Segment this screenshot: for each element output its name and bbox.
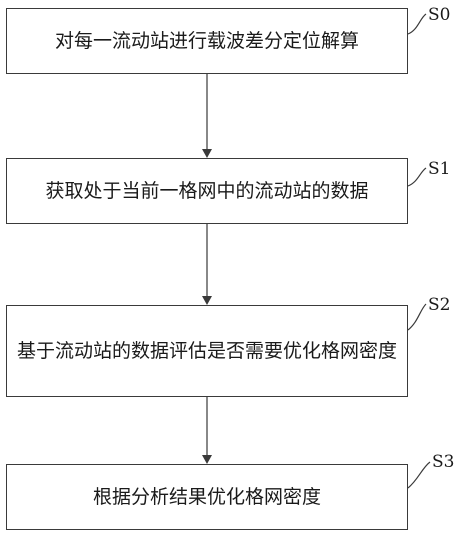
step-box-s0: 对每一流动站进行载波差分定位解算: [6, 8, 408, 74]
leader-s1: [407, 167, 427, 187]
leader-s3: [407, 461, 431, 489]
step-box-s1: 获取处于当前一格网中的流动站的数据: [6, 158, 408, 224]
leader-s2: [407, 303, 427, 331]
arrowhead-s1: [202, 149, 212, 158]
step-label-s1: S1: [428, 159, 451, 179]
step-box-s2: 基于流动站的数据评估是否需要优化格网密度: [6, 305, 408, 397]
arrowhead-s2: [202, 296, 212, 305]
step-label-s0: S0: [428, 5, 451, 25]
arrowhead-s3: [202, 455, 212, 464]
step-text-s0: 对每一流动站进行载波差分定位解算: [54, 30, 359, 52]
leader-s0: [407, 13, 427, 35]
step-box-s3: 根据分析结果优化格网密度: [6, 464, 408, 530]
step-text-s2: 基于流动站的数据评估是否需要优化格网密度: [17, 340, 398, 362]
step-label-s3: S3: [432, 452, 455, 472]
step-text-s1: 获取处于当前一格网中的流动站的数据: [45, 180, 369, 202]
step-text-s3: 根据分析结果优化格网密度: [92, 486, 321, 508]
step-label-s2: S2: [428, 295, 451, 315]
